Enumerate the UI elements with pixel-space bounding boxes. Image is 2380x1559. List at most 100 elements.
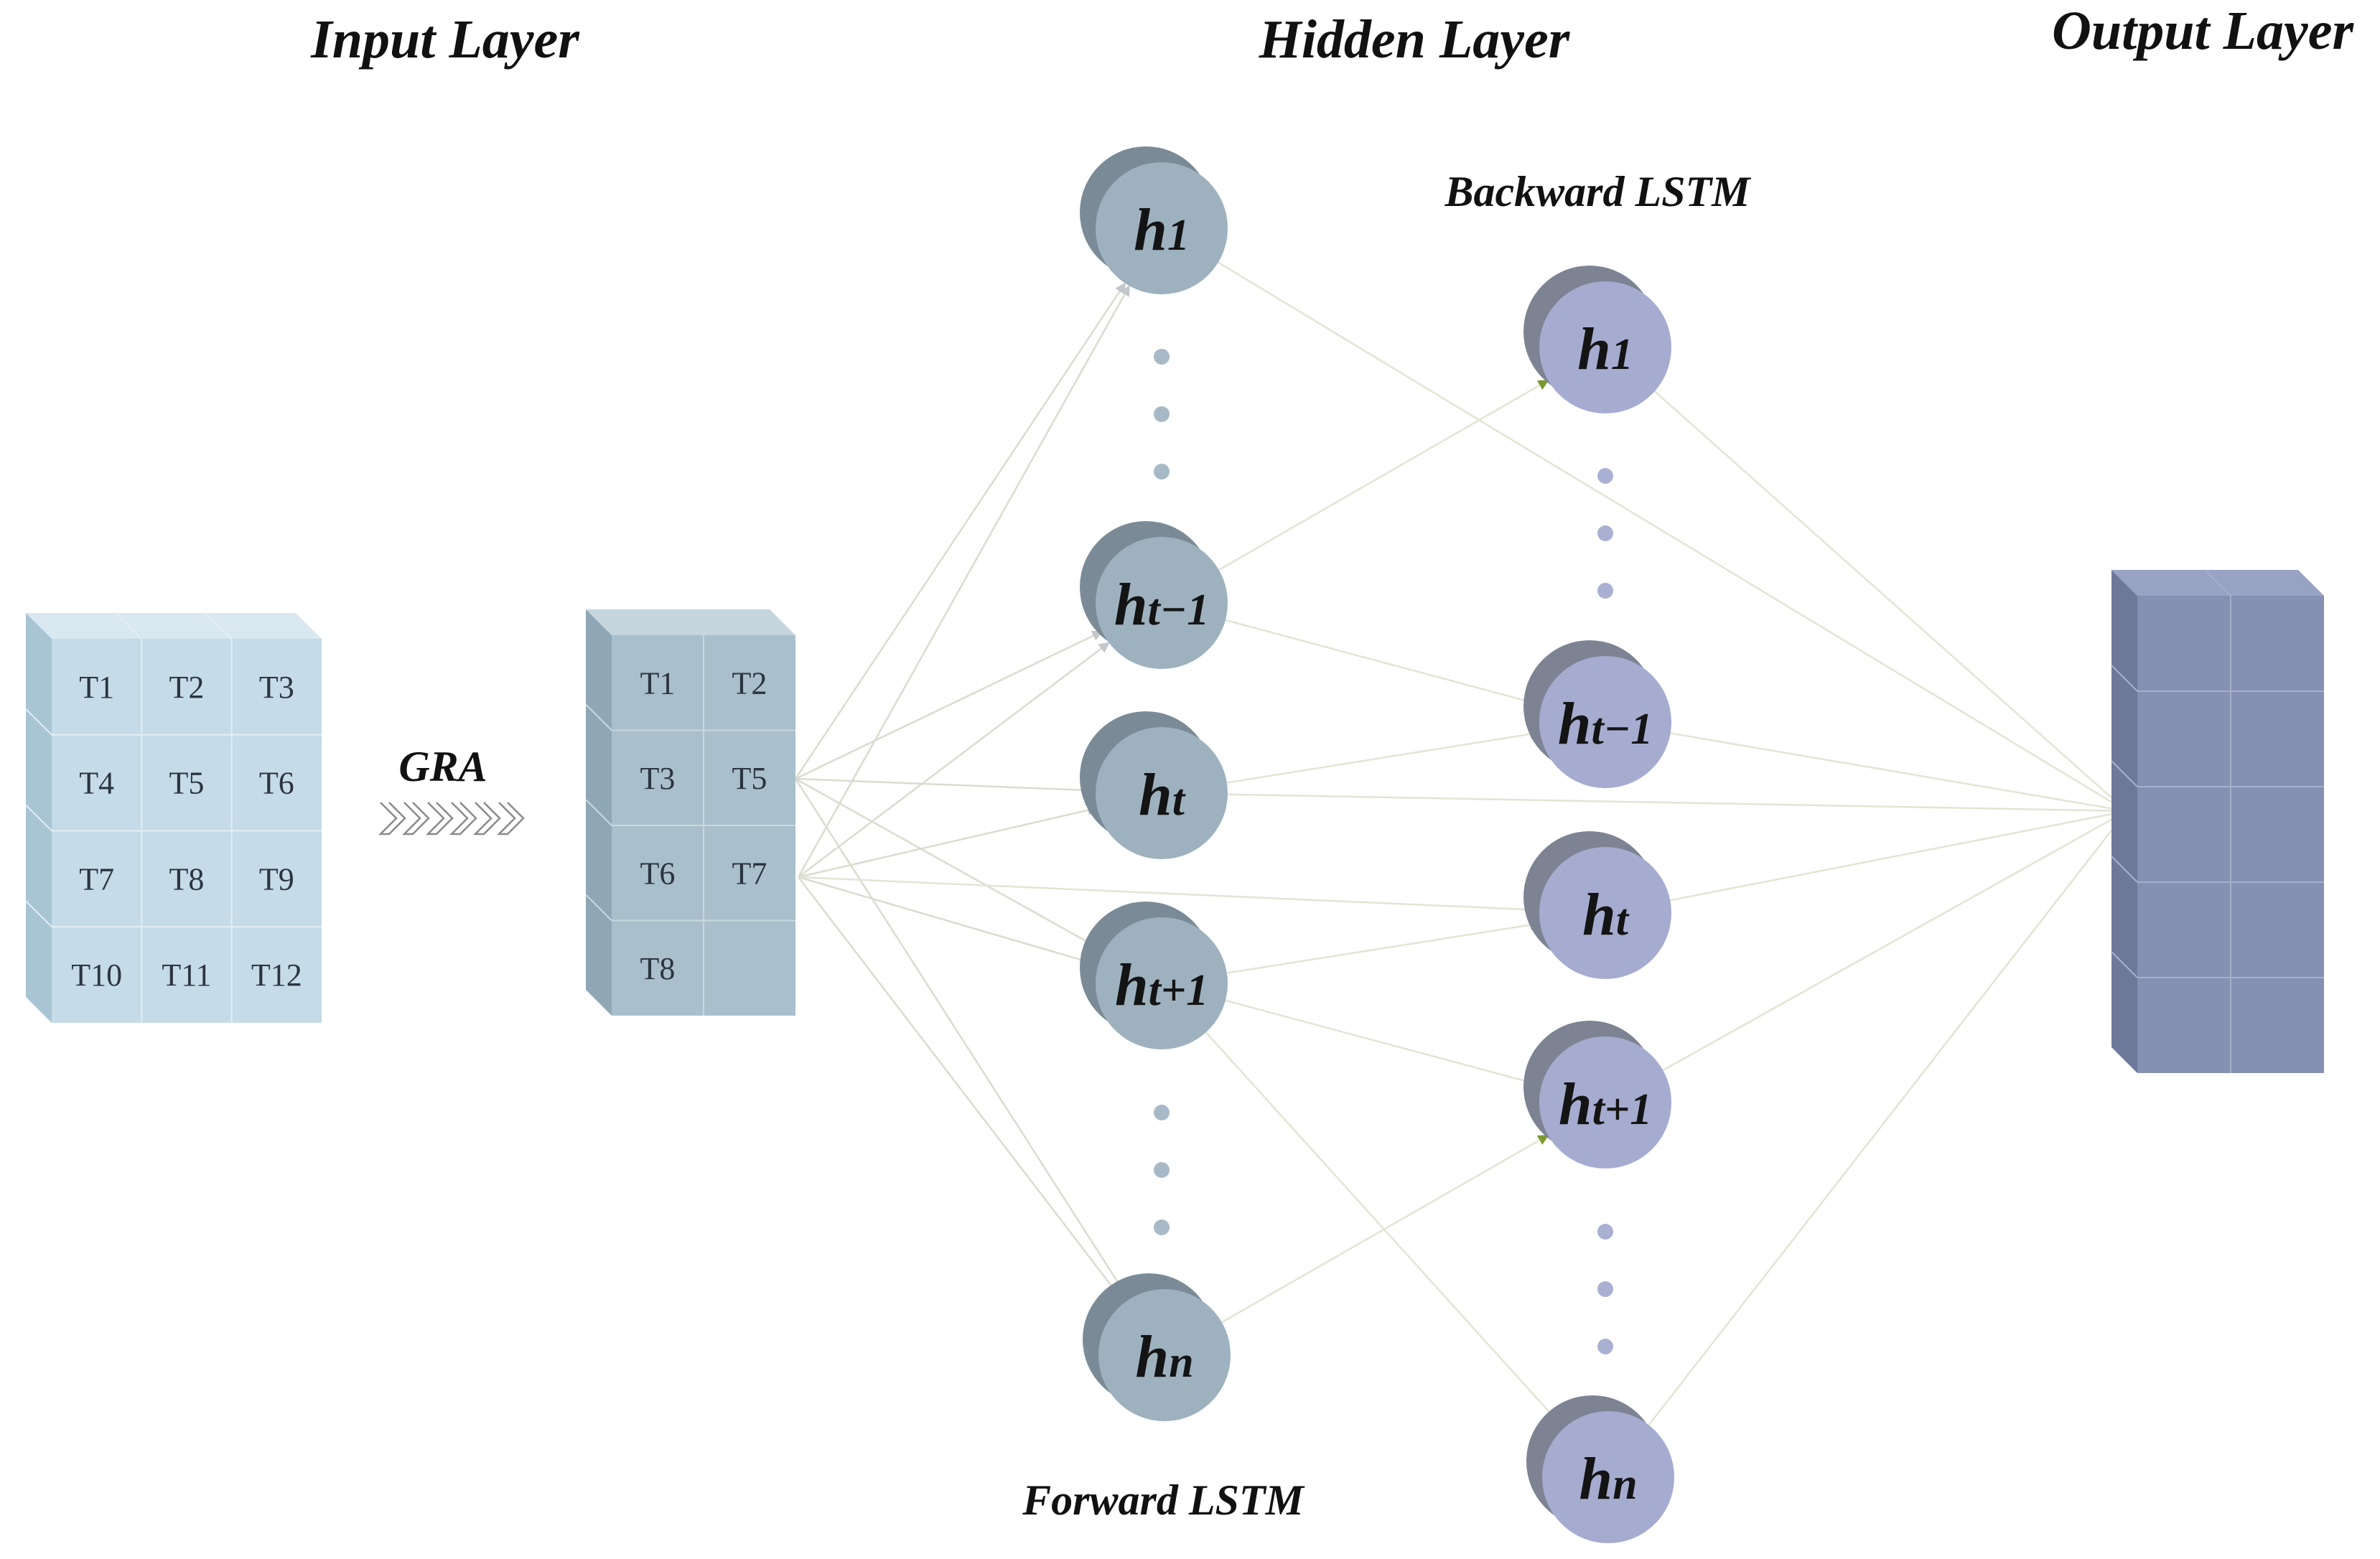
input-grid-cell: T6 <box>259 766 294 801</box>
input-grid-cell: T1 <box>79 670 114 705</box>
output-grid-side-face <box>2111 570 2137 1073</box>
input-grid-cell: T2 <box>169 670 205 705</box>
backward-lstm-node: ht−1 <box>1523 640 1671 788</box>
forward-lstm-node-label-sub: t−1 <box>1147 586 1209 635</box>
selected-grid-cell: T8 <box>640 951 676 986</box>
forward-lstm-node-label-main: h <box>1135 1324 1169 1390</box>
backward-to-output-connection <box>1648 810 2127 1426</box>
backward-lstm-node-label-sub: t−1 <box>1591 705 1653 754</box>
forward-lstm-node-label-sub: 1 <box>1167 211 1190 260</box>
input-grid-cell: T7 <box>79 861 114 896</box>
ellipsis-dot <box>1597 1281 1613 1297</box>
input-grid-cell: T4 <box>79 766 114 801</box>
selected-grid-cell: T6 <box>640 856 676 891</box>
selected-grid-grid-line <box>585 799 612 826</box>
input-grid-grid-line <box>205 612 233 640</box>
backward-lstm-node-label: hn <box>1579 1446 1637 1512</box>
ellipsis-dot <box>1597 525 1613 541</box>
backward-lstm-node-circle <box>1539 1036 1671 1169</box>
chevron-right-icon <box>472 802 501 835</box>
backward-lstm-node-label-sub: t <box>1616 896 1630 945</box>
output-layer-title: Output Layer <box>2052 1 2355 61</box>
input-grid-cell: T9 <box>259 861 294 896</box>
hidden-layer-title: Hidden Layer <box>1259 9 1571 70</box>
input-to-forward-connection <box>795 777 1097 796</box>
forward-lstm-node-label-main: h <box>1114 571 1148 638</box>
chevron-right-icon <box>496 802 525 835</box>
forward-to-backward-connection <box>1226 729 1541 784</box>
forward-lstm-node-label-sub: t+1 <box>1149 966 1209 1015</box>
input-to-backward-connection <box>798 876 1541 915</box>
chevron-right-icon <box>401 802 430 835</box>
ellipsis-dot <box>1154 464 1170 479</box>
backward-lstm-node-label-sub: n <box>1613 1460 1637 1509</box>
backward-lstm-node-circle <box>1539 847 1671 979</box>
forward-to-backward-connection <box>1226 919 1541 974</box>
forward-to-backward-connection <box>1218 379 1549 571</box>
forward-lstm-node-circle <box>1096 162 1228 294</box>
forward-lstm-node-label: hn <box>1135 1324 1193 1390</box>
forward-lstm-node: h1 <box>1080 146 1228 294</box>
input-to-forward-connection <box>795 777 1105 952</box>
input-grid-cell: T8 <box>169 861 205 896</box>
input-grid-cell: T3 <box>259 670 294 705</box>
forward-lstm-node-circle <box>1096 917 1228 1049</box>
forward-to-backward-connection <box>1225 619 1543 708</box>
forward-to-backward-connection <box>1225 999 1543 1088</box>
output-grid-grid-line <box>2111 856 2138 883</box>
backward-to-output-connection <box>1670 732 2128 815</box>
forward-to-backward-connection <box>1221 1134 1549 1324</box>
forward-lstm-node-label: ht−1 <box>1114 571 1210 638</box>
backward-lstm-node-label: h1 <box>1577 316 1633 383</box>
ellipsis-dot <box>1154 1105 1170 1120</box>
forward-to-output-connection <box>1227 793 2128 817</box>
forward-lstm-node-label: ht+1 <box>1115 952 1208 1019</box>
forward-lstm-node-label-main: h <box>1115 952 1149 1019</box>
output-layer-block <box>2111 569 2324 1073</box>
selected-grid-grid-line <box>677 609 704 636</box>
backward-lstm-node: hn <box>1526 1395 1674 1543</box>
backward-lstm-node-label-main: h <box>1577 316 1611 383</box>
forward-lstm-node-circle <box>1096 727 1228 859</box>
input-to-forward-connection <box>794 282 1126 780</box>
connection-lines <box>794 261 2128 1429</box>
forward-lstm-label: Forward LSTM <box>1022 1476 1305 1524</box>
backward-lstm-node: ht+1 <box>1523 1021 1671 1169</box>
forward-lstm-node-circle <box>1096 537 1228 669</box>
input-layer-title: Input Layer <box>310 9 580 70</box>
gra-chevron-arrows-icon <box>378 802 525 835</box>
input-to-forward-connection <box>797 284 1131 878</box>
backward-lstm-node-label-main: h <box>1559 1071 1592 1138</box>
input-grid-grid-line <box>25 900 52 927</box>
chevron-right-icon <box>449 802 477 835</box>
ellipsis-dot <box>1154 1162 1170 1178</box>
input-grid-cell: T5 <box>169 766 205 801</box>
backward-lstm-node: h1 <box>1523 266 1671 413</box>
selected-grid-cell: T3 <box>640 761 676 796</box>
ellipsis-dot <box>1154 349 1170 365</box>
selected-grid-grid-line <box>585 703 612 731</box>
ellipsis-dot <box>1597 583 1613 599</box>
input-grid-cell: T12 <box>251 958 302 993</box>
forward-to-backward-connection <box>1205 1031 1565 1429</box>
output-grid-grid-line <box>2204 569 2231 596</box>
backward-lstm-label: Backward LSTM <box>1444 168 1752 215</box>
backward-lstm-node-label-main: h <box>1582 881 1616 948</box>
ellipsis-dot <box>1597 1224 1613 1240</box>
input-grid-grid-line <box>115 612 143 640</box>
backward-lstm-node-label-main: h <box>1579 1446 1613 1512</box>
forward-lstm-node-label-main: h <box>1134 197 1167 263</box>
forward-lstm-node-circle <box>1098 1289 1231 1421</box>
forward-lstm-node-label-main: h <box>1139 762 1172 828</box>
backward-lstm-node-circle <box>1539 281 1671 413</box>
output-grid-grid-line <box>2111 665 2138 692</box>
input-grid-top-face <box>26 613 322 639</box>
input-to-forward-connection <box>798 876 1100 968</box>
gra-label: GRA <box>398 743 487 790</box>
forward-lstm-node-label: ht <box>1139 762 1186 828</box>
input-grid-cell: T11 <box>162 958 211 993</box>
input-to-forward-connection <box>798 805 1098 879</box>
selected-grid-cell: T5 <box>732 761 767 796</box>
